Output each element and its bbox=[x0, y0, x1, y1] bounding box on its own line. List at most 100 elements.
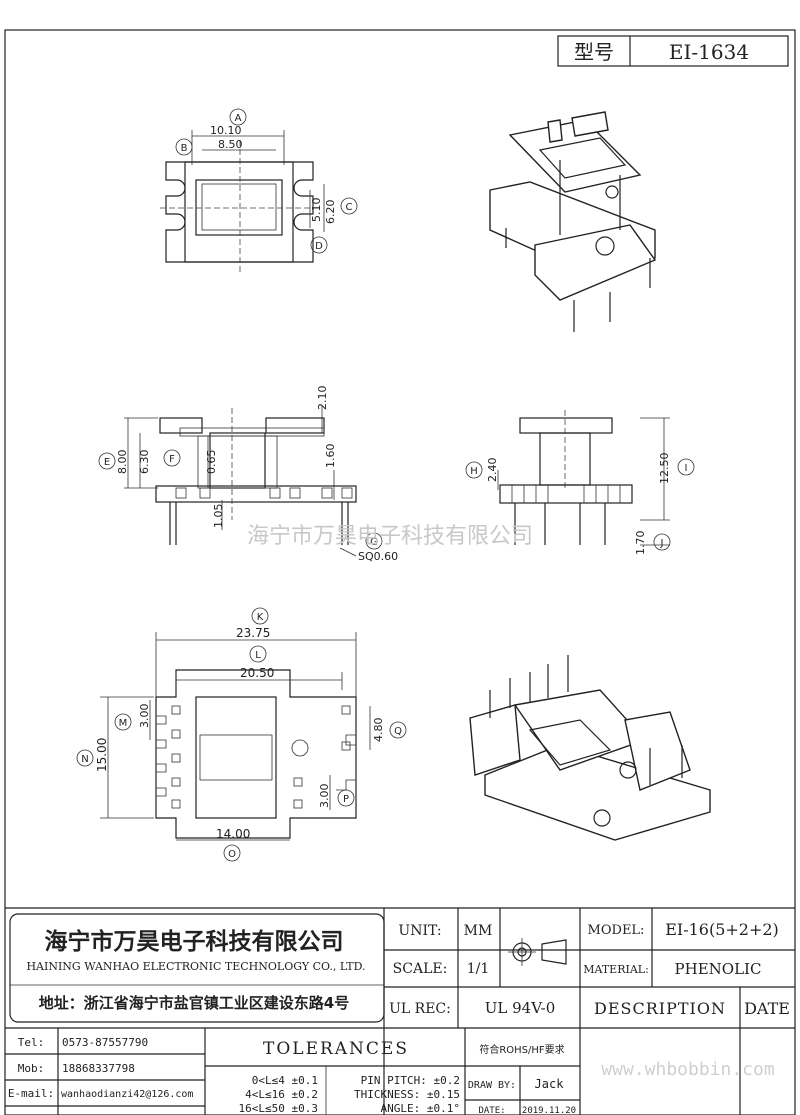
material-label: MATERIAL: bbox=[583, 963, 649, 976]
dim-6-20: 6.20 bbox=[324, 200, 337, 225]
dim-20-50: 20.50 bbox=[240, 666, 274, 680]
svg-text:O: O bbox=[228, 849, 236, 860]
dim-2-40: 2.40 bbox=[486, 458, 499, 483]
svg-text:L: L bbox=[255, 650, 261, 661]
dim-5-10: 5.10 bbox=[310, 198, 323, 223]
material-value: PHENOLIC bbox=[675, 960, 762, 978]
dim-8-50: 8.50 bbox=[218, 138, 243, 151]
mob-value: 18868337798 bbox=[62, 1062, 135, 1075]
dim-8-00: 8.00 bbox=[116, 450, 129, 475]
front-view bbox=[124, 405, 357, 557]
svg-text:B: B bbox=[181, 143, 188, 154]
draw-by-label: DRAW BY: bbox=[468, 1080, 516, 1091]
draw-by-value: Jack bbox=[535, 1077, 565, 1091]
tolerance-1: 0<L≤4 ±0.1 bbox=[252, 1074, 318, 1087]
date-row-label: DATE: bbox=[478, 1106, 505, 1115]
email-value: wanhaodianzi42@126.com bbox=[61, 1089, 193, 1100]
svg-text:C: C bbox=[346, 202, 353, 213]
rohs-note: 符合ROHS/HF要求 bbox=[479, 1043, 564, 1056]
callout-I: I bbox=[677, 458, 695, 476]
dim-3-00-b: 3.00 bbox=[318, 784, 331, 809]
svg-text:K: K bbox=[257, 612, 264, 623]
dim-10-10: 10.10 bbox=[210, 124, 242, 137]
callout-G: G bbox=[365, 532, 383, 550]
company-name-en: HAINING WANHAO ELECTRONIC TECHNOLOGY CO.… bbox=[26, 960, 365, 973]
callout-H: H bbox=[465, 461, 483, 479]
callout-Q: Q bbox=[389, 721, 407, 739]
tolerance-2: 4<L≤16 ±0.2 bbox=[245, 1088, 318, 1101]
svg-text:E: E bbox=[104, 457, 110, 468]
tolerance-3: 16<L≤50 ±0.3 bbox=[239, 1102, 318, 1115]
side-view bbox=[497, 410, 670, 546]
watermark-url: www.whbobbin.com bbox=[601, 1059, 774, 1080]
model-box-label: 型号 bbox=[574, 40, 614, 64]
model-box-value: EI-1634 bbox=[669, 40, 749, 64]
dim-23-75: 23.75 bbox=[236, 626, 270, 640]
thickness: THICKNESS: ±0.15 bbox=[354, 1088, 460, 1101]
callout-K: K bbox=[251, 607, 269, 625]
svg-text:J: J bbox=[660, 538, 664, 549]
svg-text:F: F bbox=[169, 454, 175, 465]
dim-sq-0-60: SQ0.60 bbox=[358, 550, 398, 563]
watermark-text: 海宁市万昊电子科技有限公司 bbox=[247, 524, 533, 549]
angle: ANGLE: ±0.1° bbox=[381, 1102, 460, 1115]
scale-label: SCALE: bbox=[393, 961, 448, 977]
svg-text:P: P bbox=[343, 794, 349, 805]
date-row-value: 2019.11.20 bbox=[522, 1106, 576, 1115]
svg-text:Q: Q bbox=[394, 726, 402, 737]
description-label: DESCRIPTION bbox=[594, 999, 726, 1018]
tolerances-label: TOLERANCES bbox=[263, 1039, 409, 1059]
callout-P: P bbox=[337, 789, 355, 807]
svg-text:N: N bbox=[81, 754, 88, 765]
svg-text:D: D bbox=[315, 241, 323, 252]
dim-1-60: 1.60 bbox=[324, 444, 337, 469]
dim-1-70: 1.70 bbox=[634, 531, 647, 556]
tel-label: Tel: bbox=[18, 1036, 45, 1049]
callout-F: F bbox=[163, 449, 181, 467]
title-block bbox=[5, 907, 795, 1115]
dim-2-10: 2.10 bbox=[316, 386, 329, 411]
model-label: MODEL: bbox=[588, 923, 645, 938]
mob-label: Mob: bbox=[18, 1062, 45, 1075]
dim-1-05: 1.05 bbox=[212, 504, 225, 529]
scale-value: 1/1 bbox=[467, 961, 490, 977]
dim-4-80: 4.80 bbox=[372, 718, 385, 743]
company-address: 地址：浙江省海宁市盐官镇工业区建设东路4号 bbox=[39, 994, 349, 1012]
top-view bbox=[160, 130, 325, 272]
callout-D: D bbox=[310, 236, 328, 254]
svg-text:H: H bbox=[470, 466, 478, 477]
unit-value: MM bbox=[464, 923, 493, 939]
dim-0-65: 0.65 bbox=[205, 450, 218, 475]
sheet-border bbox=[4, 29, 796, 1115]
callout-B: B bbox=[175, 138, 193, 156]
dim-6-30: 6.30 bbox=[138, 450, 151, 475]
callout-J: J bbox=[653, 533, 671, 551]
callout-M: M bbox=[114, 713, 132, 731]
email-label: E-mail: bbox=[8, 1087, 54, 1100]
svg-text:M: M bbox=[119, 718, 128, 729]
callout-O: O bbox=[223, 844, 241, 862]
dim-12-50: 12.50 bbox=[658, 453, 671, 485]
ul-rec-value: UL 94V-0 bbox=[485, 999, 556, 1017]
dim-3-00-a: 3.00 bbox=[138, 704, 151, 729]
dim-14-00: 14.00 bbox=[216, 827, 250, 841]
callout-E: E bbox=[98, 452, 116, 470]
svg-text:A: A bbox=[235, 113, 242, 124]
dim-15-00: 15.00 bbox=[95, 738, 109, 772]
callout-N: N bbox=[76, 749, 94, 767]
svg-text:I: I bbox=[685, 463, 688, 474]
callout-C: C bbox=[340, 197, 358, 215]
callout-L: L bbox=[249, 645, 267, 663]
callout-A: A bbox=[229, 108, 247, 126]
bottom-view bbox=[100, 632, 371, 841]
date-label: DATE bbox=[744, 999, 790, 1018]
svg-text:G: G bbox=[370, 537, 378, 548]
model-box: 型号 EI-1634 bbox=[557, 35, 789, 67]
company-name-cn: 海宁市万昊电子科技有限公司 bbox=[45, 928, 344, 955]
ul-rec-label: UL REC: bbox=[389, 1001, 451, 1017]
unit-label: UNIT: bbox=[398, 923, 441, 939]
tel-value: 0573-87557790 bbox=[62, 1036, 148, 1049]
model-value: EI-16(5+2+2) bbox=[665, 920, 779, 939]
iso-view-bottom bbox=[469, 655, 711, 841]
